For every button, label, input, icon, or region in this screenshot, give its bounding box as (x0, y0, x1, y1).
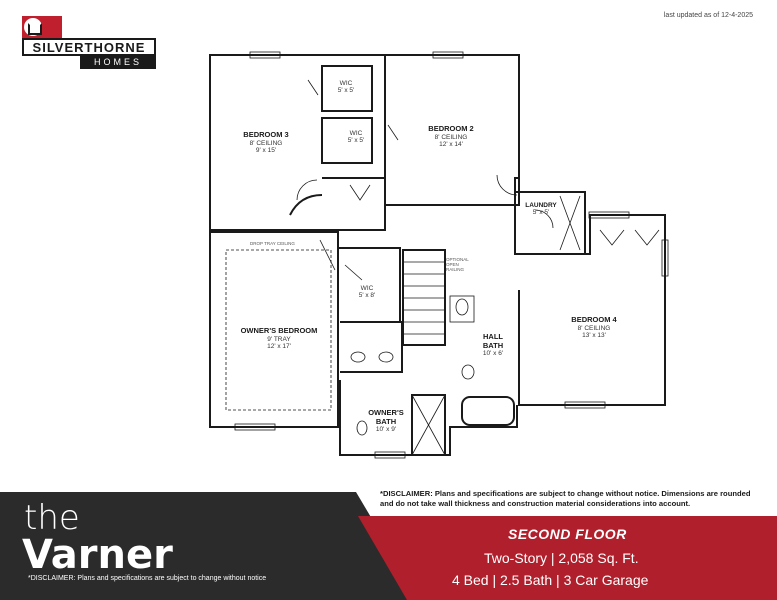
footer-banner: the Varner *DISCLAIMER: Plans and specif… (0, 489, 777, 600)
bedroom-2-label: BEDROOM 2 8' CEILING 12' x 14' (428, 124, 474, 149)
bedroom-2-size: 12' x 14' (439, 141, 463, 149)
model-name: Varner (22, 532, 173, 578)
bedroom-3-size: 9' x 15' (255, 147, 277, 155)
brand-logo: SILVERTHORNE HOMES (22, 16, 156, 72)
wic-1-label: WIC 5' x 5' (338, 80, 355, 95)
laundry-label: LAUNDRY 5' x 5' (525, 202, 557, 217)
hall-bath-label: HALL BATH 10' x 6' (482, 332, 504, 358)
floor-plan: BEDROOM 3 8' CEILING 9' x 15' WIC 5' x 5… (209, 51, 669, 459)
bedroom-3-label: BEDROOM 3 8' CEILING 9' x 15' (243, 130, 289, 155)
hall-bath-size: 10' x 6' (482, 350, 504, 358)
wic-3-label: WIC 5' x 8' (359, 285, 376, 300)
bedroom-3-name: BEDROOM 3 (243, 130, 289, 139)
owners-bath-size: 10' x 9' (375, 426, 397, 434)
model-panel (0, 492, 420, 600)
laundry-size: 5' x 5' (532, 209, 550, 217)
hall-bath-name-2: BATH (482, 340, 504, 350)
owners-bedroom-size: 12' x 17' (267, 343, 291, 351)
owners-bedroom-ceiling: 9' TRAY (267, 335, 291, 343)
bedroom-4-name: BEDROOM 4 (571, 315, 617, 324)
hall-bath-name-1: HALL (483, 332, 503, 341)
disclaimer-full: *DISCLAIMER: Plans and specifications ar… (380, 489, 751, 509)
spec-bed-bath-garage: 4 Bed | 2.5 Bath | 3 Car Garage (452, 572, 649, 588)
wic-3-size: 5' x 8' (358, 292, 376, 300)
bedroom-3-ceiling: 8' CEILING (249, 139, 283, 147)
bedroom-2-name: BEDROOM 2 (428, 124, 474, 133)
disclaimer-short: *DISCLAIMER: Plans and specifications ar… (28, 575, 267, 582)
owners-bath-name-2: BATH (375, 416, 397, 426)
brand-name: SILVERTHORNE (22, 38, 156, 56)
house-icon (22, 16, 62, 38)
spec-stories-sqft: Two-Story | 2,058 Sq. Ft. (484, 550, 639, 566)
wic-2-label: WIC 5' x 5' (348, 130, 365, 145)
wic-2-size: 5' x 5' (347, 137, 365, 145)
owners-bedroom-name: OWNER'S BEDROOM (240, 326, 318, 335)
floor-title: SECOND FLOOR (508, 526, 627, 542)
drop-tray-ceiling-note: DROP TRAY CEILING (250, 241, 295, 246)
owners-bath-name-1: OWNER'S (368, 408, 404, 417)
owners-bath-label: OWNER'S BATH 10' x 9' (368, 408, 404, 434)
brand-subtitle: HOMES (80, 56, 156, 69)
owners-bedroom-label: OWNER'S BEDROOM 9' TRAY 12' x 17' (240, 326, 318, 351)
optional-railing-note: OPTIONAL OPEN RAILING (446, 257, 469, 272)
wic-3-name: WIC (360, 285, 374, 292)
floor-plan-drawing (209, 51, 669, 459)
bedroom-4-label: BEDROOM 4 8' CEILING 13' x 13' (571, 315, 617, 340)
last-updated-date: last updated as of 12-4-2025 (663, 12, 753, 19)
wic-1-name: WIC (339, 80, 353, 87)
wic-1-size: 5' x 5' (337, 87, 355, 95)
laundry-name: LAUNDRY (525, 202, 557, 209)
bedroom-4-size: 13' x 13' (582, 332, 606, 340)
bedroom-4-ceiling: 8' CEILING (577, 324, 611, 332)
model-prefix: the (24, 498, 80, 538)
wic-2-name: WIC (349, 130, 363, 137)
specs-panel (358, 516, 777, 600)
bedroom-2-ceiling: 8' CEILING (434, 133, 468, 141)
